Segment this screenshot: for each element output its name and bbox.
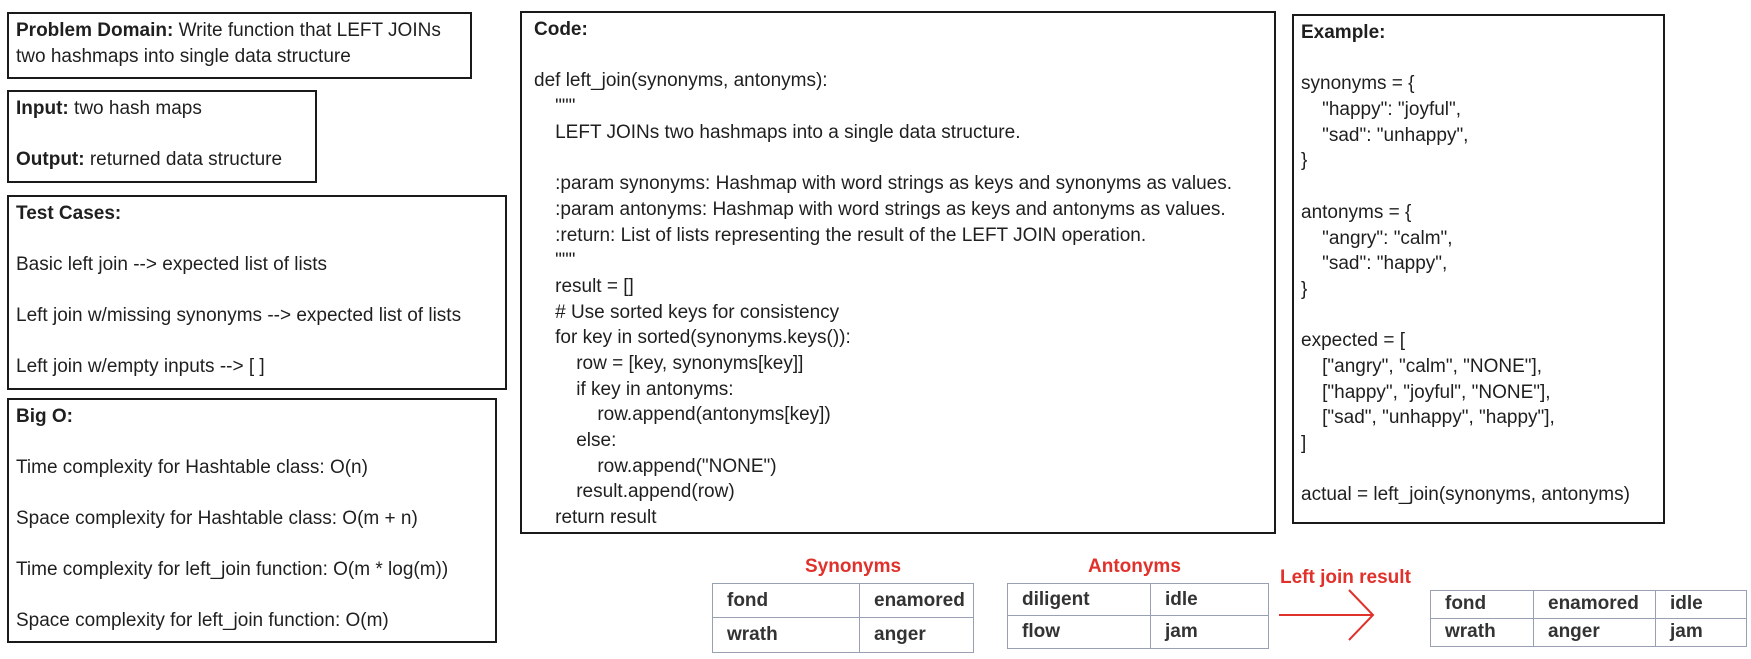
problem-domain-label: Problem Domain:	[16, 20, 174, 41]
big-o-label: Big O:	[16, 406, 73, 427]
code-line	[534, 43, 1267, 69]
problem-domain-text: Write function that LEFT JOINs two hashm…	[16, 20, 441, 67]
example-line: antonyms = {	[1301, 201, 1412, 223]
example-line: "sad": "unhappy",	[1301, 124, 1469, 146]
code-line: :param synonyms: Hashmap with word strin…	[534, 173, 1232, 195]
antonyms-title: Antonyms	[1088, 556, 1181, 577]
example-line: actual = left_join(synonyms, antonyms)	[1301, 484, 1630, 506]
table-cell: idle	[1656, 591, 1746, 619]
example-line: }	[1301, 278, 1308, 300]
code-line: :param antonyms: Hashmap with word strin…	[534, 198, 1226, 220]
test-case-item: Left join w/missing synonyms --> expecte…	[16, 305, 462, 326]
example-label: Example:	[1301, 22, 1386, 43]
big-o-item: Space complexity for left_join function:…	[16, 610, 389, 631]
table-cell: enamored	[1534, 591, 1656, 619]
code-line: LEFT JOINs two hashmaps into a single da…	[534, 121, 1021, 143]
code-line: return result	[534, 507, 657, 529]
table-cell: fond	[713, 584, 860, 618]
example-line: ["angry", "calm", "NONE"],	[1301, 355, 1543, 377]
big-o-item: Time complexity for left_join function: …	[16, 559, 449, 580]
code-line: """	[534, 96, 576, 118]
code-line: result = []	[534, 275, 634, 297]
example-line: "angry": "calm",	[1301, 227, 1453, 249]
example-line	[1301, 457, 1656, 483]
synonyms-title: Synonyms	[805, 556, 902, 577]
code-box: Code: def left_join(synonyms, antonyms):…	[520, 11, 1276, 534]
input-label: Input:	[16, 98, 69, 119]
code-line: else:	[534, 430, 617, 452]
example-line: synonyms = {	[1301, 73, 1415, 95]
right-arrow-icon	[1279, 589, 1375, 641]
example-line: ["happy", "joyful", "NONE"],	[1301, 381, 1551, 403]
example-line	[1301, 46, 1656, 72]
test-case-item: Basic left join --> expected list of lis…	[16, 254, 327, 275]
code-line: """	[534, 250, 576, 272]
output-label: Output:	[16, 149, 85, 170]
input-text: two hash maps	[68, 98, 202, 119]
output-row: Output: returned data structure	[16, 147, 308, 173]
input-output-box: Input: two hash maps Output: returned da…	[7, 90, 317, 183]
big-o-box: Big O: Time complexity for Hashtable cla…	[7, 398, 497, 643]
table-cell: anger	[1534, 618, 1656, 646]
table-cell: flow	[1008, 616, 1151, 648]
input-row: Input: two hash maps	[16, 96, 308, 122]
code-line: row.append("NONE")	[534, 455, 777, 477]
code-line: result.append(row)	[534, 481, 735, 503]
example-line: }	[1301, 150, 1308, 172]
table-cell: jam	[1670, 621, 1703, 643]
example-line: expected = [	[1301, 330, 1406, 352]
code-line: row = [key, synonyms[key]]	[534, 352, 804, 374]
code-line: :return: List of lists representing the …	[534, 224, 1147, 246]
table-cell: anger	[874, 624, 926, 645]
code-line: # Use sorted keys for consistency	[534, 301, 840, 323]
example-line	[1301, 174, 1656, 200]
code-label: Code:	[534, 19, 588, 40]
example-line	[1301, 303, 1656, 329]
table-cell: enamored	[860, 584, 973, 618]
example-line: "sad": "happy",	[1301, 253, 1448, 275]
code-line: def left_join(synonyms, antonyms):	[534, 70, 828, 92]
test-cases-label: Test Cases:	[16, 203, 122, 224]
output-text: returned data structure	[84, 149, 283, 170]
big-o-item: Space complexity for Hashtable class: O(…	[16, 508, 418, 529]
example-line: "happy": "joyful",	[1301, 99, 1462, 121]
table-cell: diligent	[1008, 584, 1151, 616]
code-line	[534, 145, 1267, 171]
example-line: ]	[1301, 433, 1307, 455]
left-join-result-title: Left join result	[1280, 567, 1411, 588]
table-cell: jam	[1165, 621, 1198, 642]
code-block: def left_join(synonyms, antonyms): """ L…	[534, 43, 1267, 531]
example-block: synonyms = { "happy": "joyful", "sad": "…	[1301, 46, 1656, 508]
example-line: ["sad", "unhappy", "happy"],	[1301, 407, 1555, 429]
problem-domain-box: Problem Domain: Write function that LEFT…	[7, 12, 472, 79]
code-line: row.append(antonyms[key])	[534, 404, 831, 426]
table-cell: wrath	[1431, 618, 1534, 646]
test-case-item: Left join w/empty inputs --> [ ]	[16, 356, 265, 377]
table-cell: idle	[1151, 584, 1268, 616]
code-line: for key in sorted(synonyms.keys()):	[534, 327, 851, 349]
example-box: Example: synonyms = { "happy": "joyful",…	[1292, 14, 1665, 524]
big-o-item: Time complexity for Hashtable class: O(n…	[16, 457, 368, 478]
test-cases-box: Test Cases: Basic left join --> expected…	[7, 195, 507, 390]
table-cell: fond	[1431, 591, 1534, 619]
code-line: if key in antonyms:	[534, 378, 734, 400]
table-cell: wrath	[713, 618, 860, 652]
